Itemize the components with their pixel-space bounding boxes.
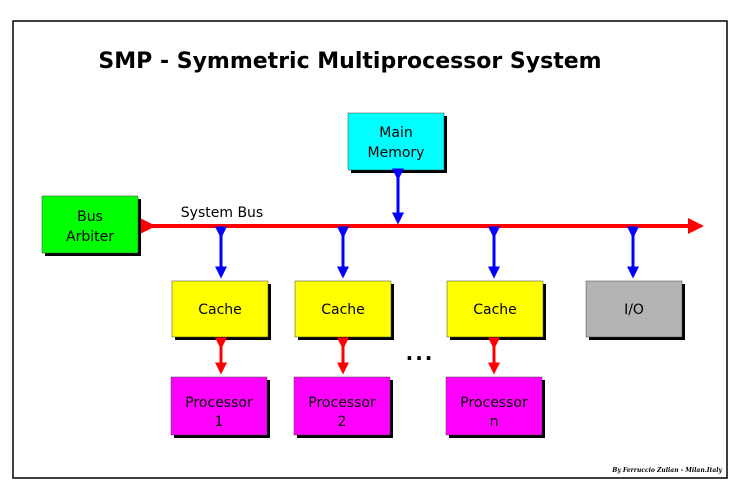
processor-label-2: 2 — [338, 414, 347, 430]
cache-label: Cache — [473, 302, 517, 318]
cache-box-1: Cache — [171, 280, 271, 340]
cache-label: Cache — [321, 302, 365, 318]
bus-arbiter-label-1: Bus — [77, 209, 103, 225]
io-label: I/O — [624, 302, 644, 318]
processor-label-1: Processor — [460, 395, 528, 411]
ellipsis: ... — [406, 341, 435, 365]
cache-box-n: Cache — [446, 280, 546, 340]
io-box: I/O — [585, 280, 685, 340]
processor-label-2: n — [490, 414, 499, 430]
diagram-title: SMP - Symmetric Multiprocessor System — [98, 49, 601, 74]
main-memory-box: Main Memory — [347, 112, 447, 173]
processor-label-2: 1 — [215, 414, 224, 430]
bus-arbiter-label-2: Arbiter — [66, 229, 114, 245]
main-memory-label-1: Main — [379, 125, 412, 141]
author-credit: By Ferruccio Zulian - Milan.Italy — [611, 467, 722, 474]
processor-box-2: Processor 2 — [293, 376, 393, 438]
system-bus-label: System Bus — [181, 205, 263, 221]
cache-label: Cache — [198, 302, 242, 318]
processor-box-1: Processor 1 — [170, 376, 270, 438]
processor-label-1: Processor — [308, 395, 376, 411]
bus-arbiter-box: Bus Arbiter — [41, 195, 141, 256]
processor-box-n: Processor n — [445, 376, 545, 438]
cache-box-2: Cache — [294, 280, 394, 340]
main-memory-label-2: Memory — [368, 145, 425, 161]
processor-label-1: Processor — [185, 395, 253, 411]
